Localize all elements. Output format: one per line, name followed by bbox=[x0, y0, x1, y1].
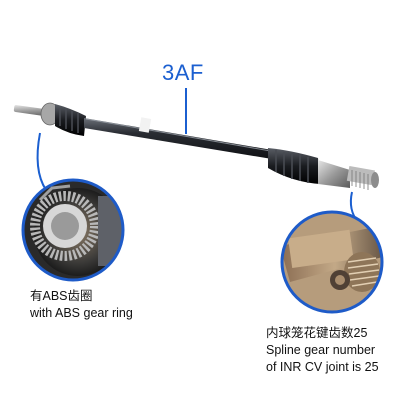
left-callout-text: 有ABS齿圈 with ABS gear ring bbox=[30, 288, 133, 322]
right-callout-zh: 内球笼花键齿数25 bbox=[266, 326, 368, 340]
shaft-label-tag bbox=[138, 117, 152, 133]
part-code-label: 3AF bbox=[162, 60, 204, 85]
left-detail-ring bbox=[21, 178, 125, 282]
abs-gear-ring-photo bbox=[23, 180, 123, 280]
right-callout-en2: of INR CV joint is 25 bbox=[266, 360, 379, 374]
left-callout-en: with ABS gear ring bbox=[30, 306, 133, 320]
right-callout-text: 内球笼花键齿数25 Spline gear number of INR CV j… bbox=[266, 325, 379, 376]
shaft-bar bbox=[84, 118, 284, 161]
spline-shaft-photo bbox=[282, 212, 382, 312]
right-detail-ring bbox=[280, 210, 384, 314]
left-pointer-line bbox=[36, 132, 47, 191]
left-outer-joint bbox=[13, 102, 86, 136]
left-callout-zh: 有ABS齿圈 bbox=[30, 289, 93, 303]
right-callout-en1: Spline gear number bbox=[266, 343, 376, 357]
right-inner-joint bbox=[268, 148, 379, 190]
